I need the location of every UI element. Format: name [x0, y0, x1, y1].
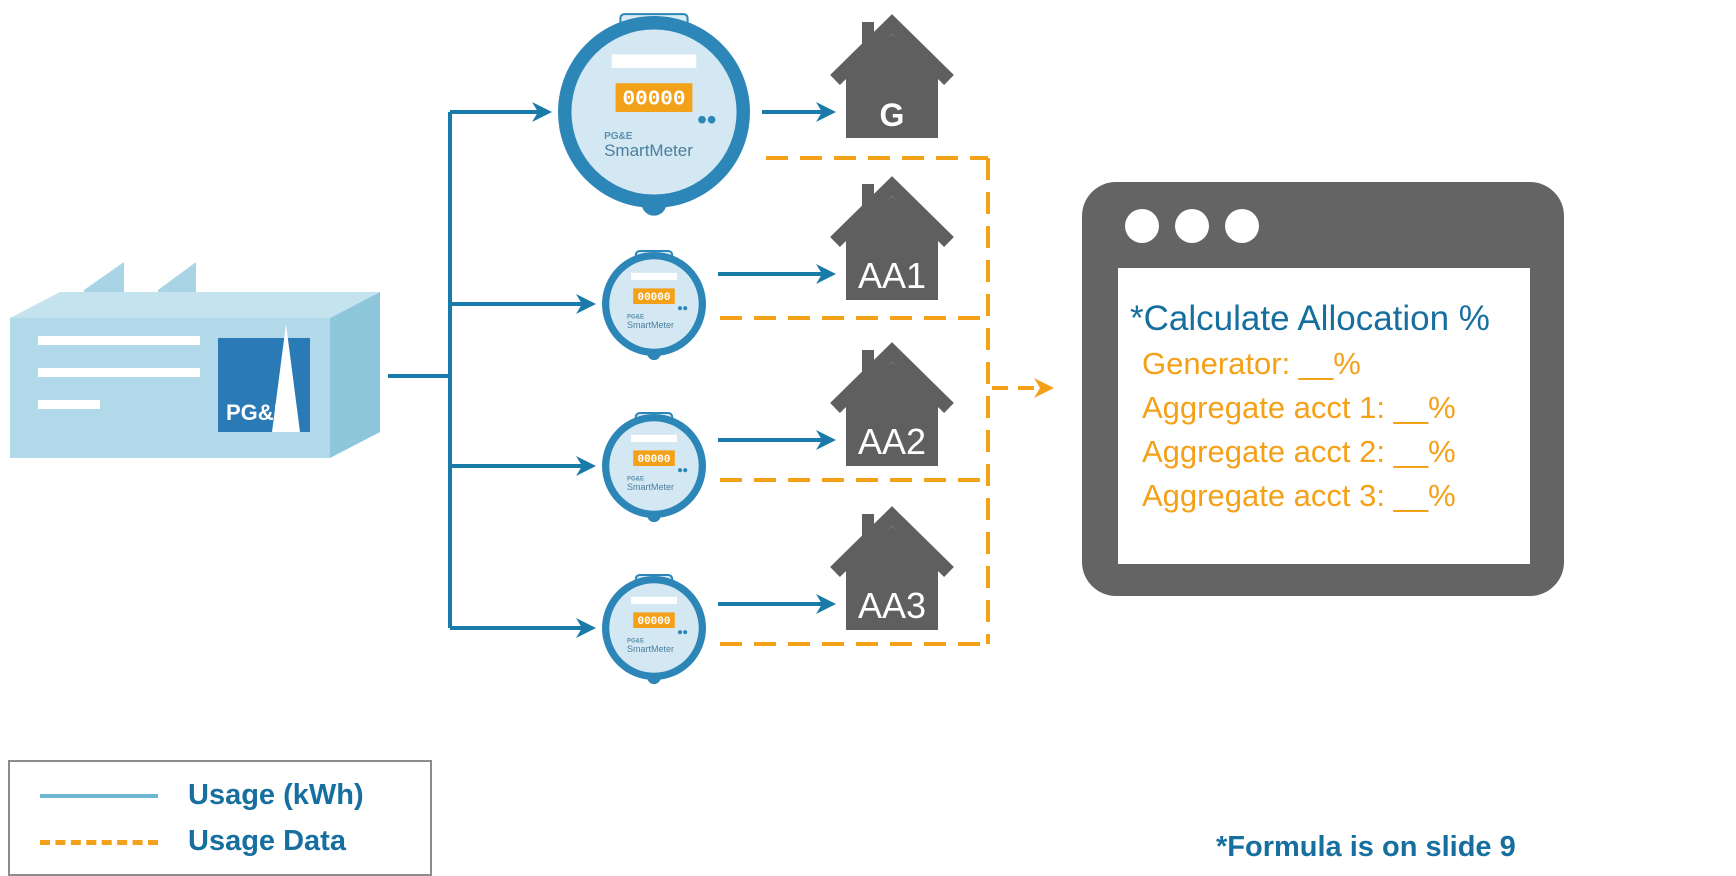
window-dot-icon	[1225, 209, 1259, 243]
calculation-window	[1082, 182, 1564, 596]
legend-usage: Usage (kWh)	[10, 776, 430, 816]
house-label: G	[880, 97, 905, 133]
meter-brand-small: PG&E	[627, 315, 644, 321]
meter-led	[698, 115, 706, 124]
house-roof	[830, 506, 954, 577]
meter-led	[677, 630, 683, 635]
legend-usage-swatch	[40, 794, 158, 798]
meter-display	[633, 288, 675, 304]
house-body	[846, 526, 938, 630]
house-body	[846, 362, 938, 466]
allocation-aggregate-2: Aggregate acct 2: __%	[1142, 434, 1456, 469]
meter-brand: SmartMeter	[604, 141, 693, 160]
meter-led	[707, 115, 716, 124]
meter-display-text: 00000	[637, 292, 670, 304]
house-roof	[830, 176, 954, 247]
meter-brand: SmartMeter	[627, 644, 674, 654]
house-icon: AA1	[830, 176, 954, 300]
meter-led	[677, 468, 683, 473]
window-dot-icon	[1125, 209, 1159, 243]
meter-display	[633, 612, 675, 628]
meter-brand-small: PG&E	[627, 639, 644, 645]
meter-led	[683, 630, 688, 635]
house-label: AA3	[858, 585, 926, 626]
meter-brand-small: PG&E	[627, 477, 644, 483]
legend-data-label: Usage Data	[188, 825, 346, 857]
meter-display	[615, 83, 693, 112]
legend-data-swatch	[40, 840, 158, 845]
meter-display-text: 00000	[622, 88, 685, 111]
calculation-title: *Calculate Allocation %	[1130, 299, 1490, 338]
house-body	[846, 196, 938, 300]
meter-display-text: 00000	[637, 454, 670, 466]
usage-branches	[450, 102, 836, 638]
house-icon: G	[830, 14, 954, 138]
house-icon: AA2	[830, 342, 954, 466]
legend-usage-label: Usage (kWh)	[188, 779, 364, 811]
house-roof	[830, 342, 954, 413]
meter-brand: SmartMeter	[627, 482, 674, 492]
footnote: *Formula is on slide 9	[1216, 831, 1516, 863]
house-icon: AA3	[830, 506, 954, 630]
smart-meters: 00000PG&ESmartMeter00000PG&ESmartMeter00…	[558, 13, 750, 685]
meter-label-strip	[631, 434, 677, 443]
meter-brand: SmartMeter	[627, 320, 674, 330]
building-stripe	[38, 400, 100, 409]
allocation-generator: Generator: __%	[1142, 346, 1361, 381]
legend: Usage (kWh) Usage Data	[8, 760, 432, 876]
calculation-text: *Calculate Allocation % Generator: __% A…	[1130, 296, 1490, 518]
legend-data: Usage Data	[10, 822, 430, 862]
meter-brand-small: PG&E	[604, 131, 633, 142]
building-stripe	[38, 336, 200, 345]
meter-led	[683, 468, 688, 473]
house-chimney	[862, 184, 874, 212]
window-body	[1118, 268, 1530, 564]
house-chimney	[862, 514, 874, 542]
utility-building: PG&E	[10, 262, 380, 458]
pge-logo-text: PG&E	[226, 400, 288, 425]
window-dot-icon	[1175, 209, 1209, 243]
meter-display	[633, 450, 675, 466]
meter-led	[677, 306, 683, 311]
allocation-aggregate-1: Aggregate acct 1: __%	[1142, 390, 1456, 425]
house-chimney	[862, 22, 874, 50]
allocation-aggregate-3: Aggregate acct 3: __%	[1142, 478, 1456, 513]
house-label: AA2	[858, 421, 926, 462]
house-label: AA1	[858, 255, 926, 296]
meter-led	[683, 306, 688, 311]
usage-tree	[388, 112, 452, 628]
house-chimney	[862, 350, 874, 378]
usage-data-lines	[720, 156, 1054, 646]
meter-label-strip	[611, 54, 697, 68]
meter-label-strip	[631, 272, 677, 281]
house-roof	[830, 14, 954, 85]
meter-display-text: 00000	[637, 616, 670, 628]
building-stripe	[38, 368, 200, 377]
house-body	[846, 34, 938, 138]
meter-label-strip	[631, 596, 677, 605]
